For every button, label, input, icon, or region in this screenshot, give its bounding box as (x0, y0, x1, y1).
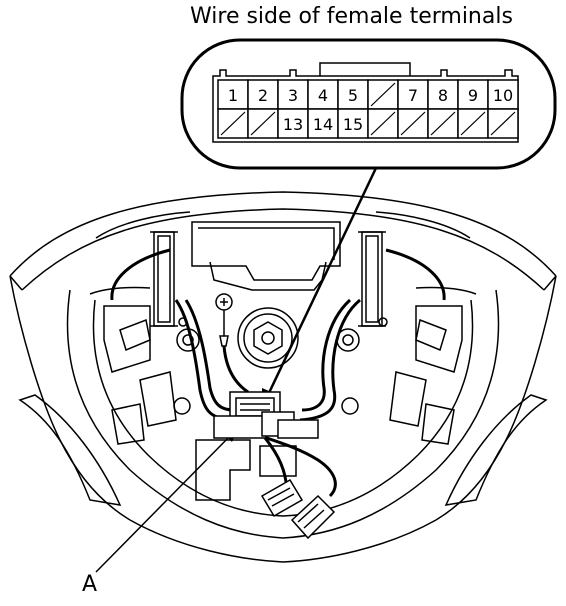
right-switch-module (336, 231, 477, 445)
left-switch-module (89, 231, 200, 445)
terminal-number: 3 (288, 86, 298, 105)
connector-face: 1 2 3 4 5 7 8 9 10 13 14 15 (212, 62, 519, 143)
terminal-cell (307, 108, 339, 139)
unused-terminal-slash (370, 82, 396, 107)
terminal-cell (487, 79, 519, 110)
terminal-number: 8 (438, 86, 448, 105)
loose-connector-right (290, 494, 336, 540)
terminal-cell (427, 79, 459, 110)
terminal-number: 2 (258, 86, 268, 105)
terminal-cell (307, 79, 339, 110)
unused-terminal-slash (220, 111, 246, 136)
unused-terminal-slash (370, 111, 396, 136)
terminal-number: 9 (468, 86, 478, 105)
wiring-harness (110, 248, 446, 498)
unused-terminal-slash (250, 111, 276, 136)
terminal-number: 15 (343, 115, 363, 134)
terminal-number: 4 (318, 86, 328, 105)
unused-terminal-slash (490, 111, 516, 136)
unused-terminal-slash (460, 111, 486, 136)
unused-terminal-slash (430, 111, 456, 136)
terminal-cell (247, 79, 279, 110)
unused-terminal-slash (400, 111, 426, 136)
leader-line-connector (262, 167, 378, 404)
ground-screw (215, 293, 233, 347)
terminal-number: 14 (313, 115, 333, 134)
terminal-number: 7 (408, 86, 418, 105)
terminal-cell (397, 79, 429, 110)
diagram-title: Wire side of female terminals (190, 4, 513, 29)
terminal-number: 13 (283, 115, 303, 134)
callout-label-a: A (82, 572, 98, 597)
loose-connector-left (260, 478, 304, 518)
center-nut (237, 307, 299, 369)
harness-connector-a (195, 391, 319, 501)
steering-wheel-rim (9, 191, 557, 291)
terminal-number: 10 (493, 86, 513, 105)
terminal-number: 5 (348, 86, 358, 105)
terminal-number: 1 (228, 86, 238, 105)
terminal-cell (337, 108, 369, 139)
